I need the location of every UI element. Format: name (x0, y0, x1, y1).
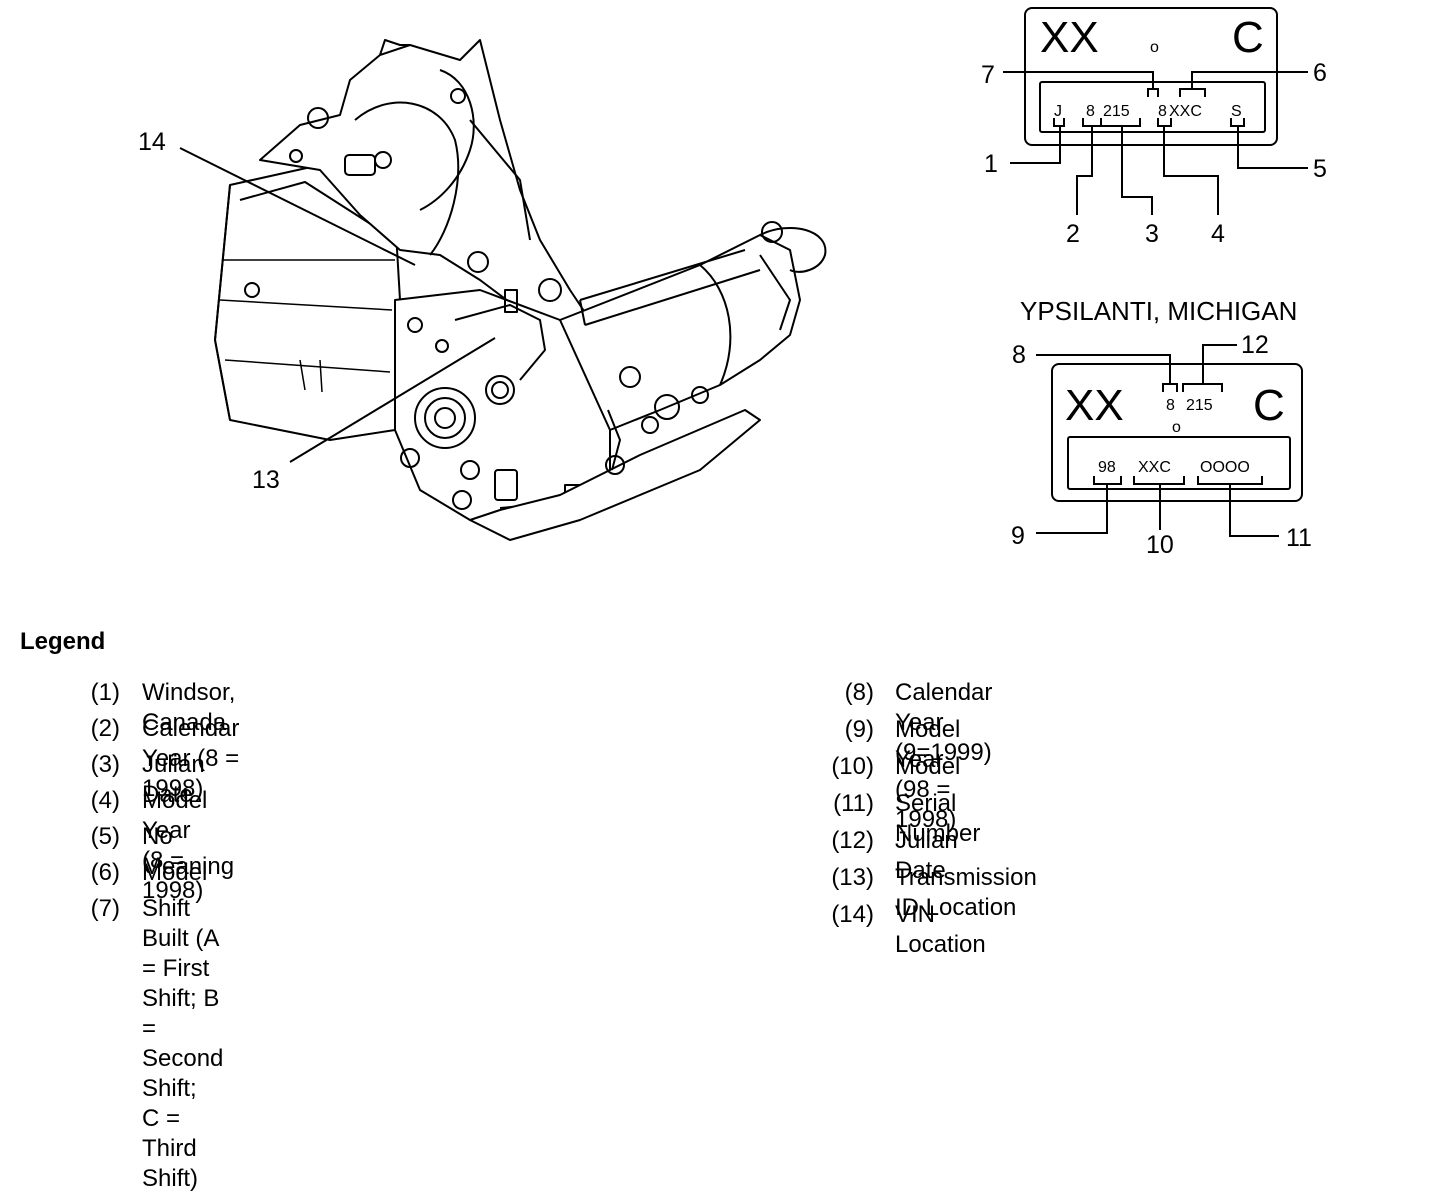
legend-text: Julian Date (895, 827, 958, 884)
legend-number: (7) (90, 895, 120, 922)
legend-number: (6) (90, 859, 120, 886)
legend-number: (5) (90, 823, 120, 850)
ypsilanti-big-right: C (1253, 381, 1285, 430)
legend-number: (1) (90, 679, 120, 706)
legend-text: Shift Built (A = First Shift; B = Second… (142, 895, 224, 1192)
legend-number: (12) (831, 827, 874, 854)
windsor-code-model: XXC (1169, 103, 1202, 120)
legend-number: (8) (844, 679, 874, 706)
transmission-illustration (214, 39, 827, 541)
legend-number: (11) (833, 790, 874, 817)
windsor-code-s: S (1231, 103, 1242, 120)
diagram-canvas: 14 13 XX o C J 8 215 8 XXC S 1 2 3 4 5 6… (138, 7, 1327, 559)
windsor-code-j: J (1054, 103, 1062, 120)
callout-2: 2 (1066, 220, 1080, 248)
callout-9: 9 (1011, 522, 1025, 550)
legend-number: (9) (844, 716, 874, 743)
ypsilanti-title: YPSILANTI, MICHIGAN (1020, 296, 1297, 326)
windsor-big-left: XX (1040, 13, 1099, 62)
ypsilanti-big-left: XX (1065, 381, 1124, 430)
callout-11: 11 (1286, 524, 1312, 552)
legend-number: (13) (831, 864, 874, 891)
legend-text: Julian Date (142, 751, 205, 808)
legend-number: (14) (831, 901, 874, 928)
callout-10: 10 (1146, 531, 1174, 559)
windsor-code-year: 8 (1086, 103, 1095, 120)
callout-3: 3 (1145, 220, 1159, 248)
ypsilanti-code-model-year: 98 (1098, 459, 1116, 476)
ypsilanti-code-serial: OOOO (1200, 459, 1250, 476)
callout-14: 14 (138, 128, 166, 156)
legend-text: Serial Number (895, 790, 981, 847)
legend-text: Model (895, 753, 961, 780)
callout-8: 8 (1012, 341, 1026, 369)
legend-text: No Meaning (142, 823, 235, 880)
callout-5: 5 (1313, 155, 1327, 183)
windsor-dot: o (1150, 39, 1159, 56)
callout-13: 13 (252, 466, 280, 494)
legend-text: Model Year (8 = 1998) (142, 787, 208, 904)
legend-text: Model Year (98 = 1998) (895, 716, 961, 833)
legend-number: (4) (90, 787, 120, 814)
callout-4: 4 (1211, 220, 1225, 248)
legend-heading: Legend (20, 628, 106, 655)
legend-number: (2) (90, 715, 120, 742)
windsor-code-julian: 215 (1103, 103, 1130, 120)
legend-text: Calendar Year (8 = 1998) (142, 715, 240, 802)
callout-12: 12 (1241, 331, 1269, 359)
legend-number: (10) (831, 753, 874, 780)
ypsilanti-dot: o (1172, 419, 1181, 436)
windsor-big-right: C (1232, 13, 1264, 62)
ypsilanti-code-julian: 215 (1186, 397, 1213, 414)
id-label-ypsilanti-leaders (1036, 344, 1279, 537)
callout-1: 1 (984, 150, 998, 178)
legend-text: Calendar Year (9=1999) (895, 679, 993, 766)
legend-number: (3) (90, 751, 120, 778)
legend-text: Transmission ID Location (895, 864, 1037, 921)
callout-7: 7 (981, 61, 995, 89)
transmission-leader-lines (179, 147, 496, 463)
legend-text: Windsor, Canada (142, 679, 236, 736)
ypsilanti-code-model: XXC (1138, 459, 1171, 476)
callout-6: 6 (1313, 59, 1327, 87)
ypsilanti-code-year: 8 (1166, 397, 1175, 414)
id-label-windsor-leaders (1003, 71, 1308, 215)
legend-text: VIN Location (895, 901, 986, 958)
legend-text: Model (142, 859, 208, 886)
windsor-code-model-year: 8 (1158, 103, 1167, 120)
